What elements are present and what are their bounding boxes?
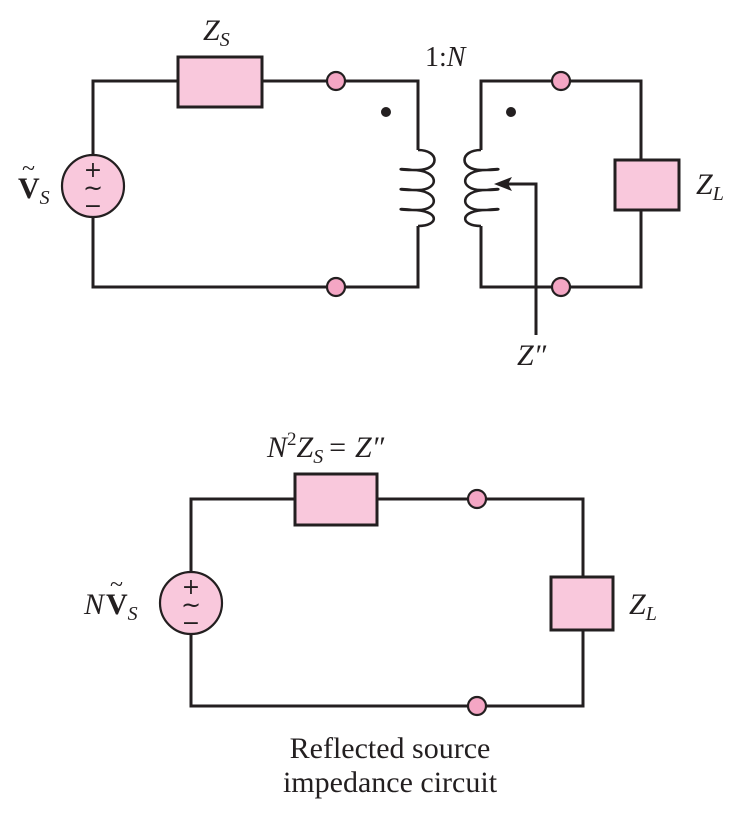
secondary-terminal-top [550,70,572,92]
source-impedance-label: ZS [203,14,230,51]
bottom-source-voltage-tilde: ~ [110,572,123,598]
top-primary-wire-coil-bottom [91,185,420,289]
bottom-wire-top-right [377,497,585,577]
reflected-impedance-label: Z″ [517,339,547,372]
top-secondary-wire-top [479,79,643,160]
bottom-load-impedance-box [549,575,615,632]
bottom-wire-left-top [189,497,295,603]
top-ac-source: + ~ − [60,153,126,219]
primary-dot-icon [381,107,391,117]
primary-terminal-top [325,70,347,92]
top-secondary-wire-bottom [479,210,643,289]
bottom-terminal-bottom [466,695,488,717]
top-source-plus: + [84,158,102,183]
top-load-impedance-label: ZL [696,168,724,205]
top-load-impedance-box [613,158,681,212]
primary-coil-icon [399,148,436,228]
top-source-voltage-main: VS [18,172,50,209]
reflected-arrow-head-icon [494,177,512,191]
secondary-dot-icon [506,107,516,117]
bottom-source-circle [158,570,224,636]
bottom-source-wave: ~ [181,591,201,619]
caption-line-1: Reflected source [290,732,491,765]
top-source-circle [60,153,126,219]
top-source-minus: − [84,194,102,219]
bottom-load-impedance-label: ZL [629,588,657,625]
bottom-circuit: + ~ − [158,472,615,717]
top-primary-wire-top [91,79,178,185]
reflected-source-impedance-label: N2ZS= Z″ [266,429,385,468]
secondary-coil-icon [463,148,500,228]
top-source-voltage-tilde: ~ [22,156,35,182]
primary-terminal-bottom [325,276,347,298]
bottom-terminal-top [466,488,488,510]
top-source-voltage-label: ~ VS [18,156,50,209]
top-circuit: + ~ − [60,55,681,335]
bottom-source-voltage-n: N [83,588,106,621]
source-impedance-box [176,55,264,109]
bottom-source-voltage-label: N ~ VS [83,572,138,625]
reflected-source-impedance-box [293,472,379,527]
turns-ratio-label: 1:N [425,42,467,73]
top-source-wave: ~ [83,174,103,202]
reflected-arrow-line [508,182,538,335]
secondary-terminal-bottom [550,276,572,298]
bottom-ac-source: + ~ − [158,570,224,636]
caption-line-2: impedance circuit [283,766,498,799]
bottom-source-voltage-main: VS [106,588,138,625]
bottom-source-minus: − [182,611,200,636]
top-primary-wire-right [336,79,420,150]
bottom-source-plus: + [182,575,200,600]
bottom-wire-bottom [189,603,585,708]
